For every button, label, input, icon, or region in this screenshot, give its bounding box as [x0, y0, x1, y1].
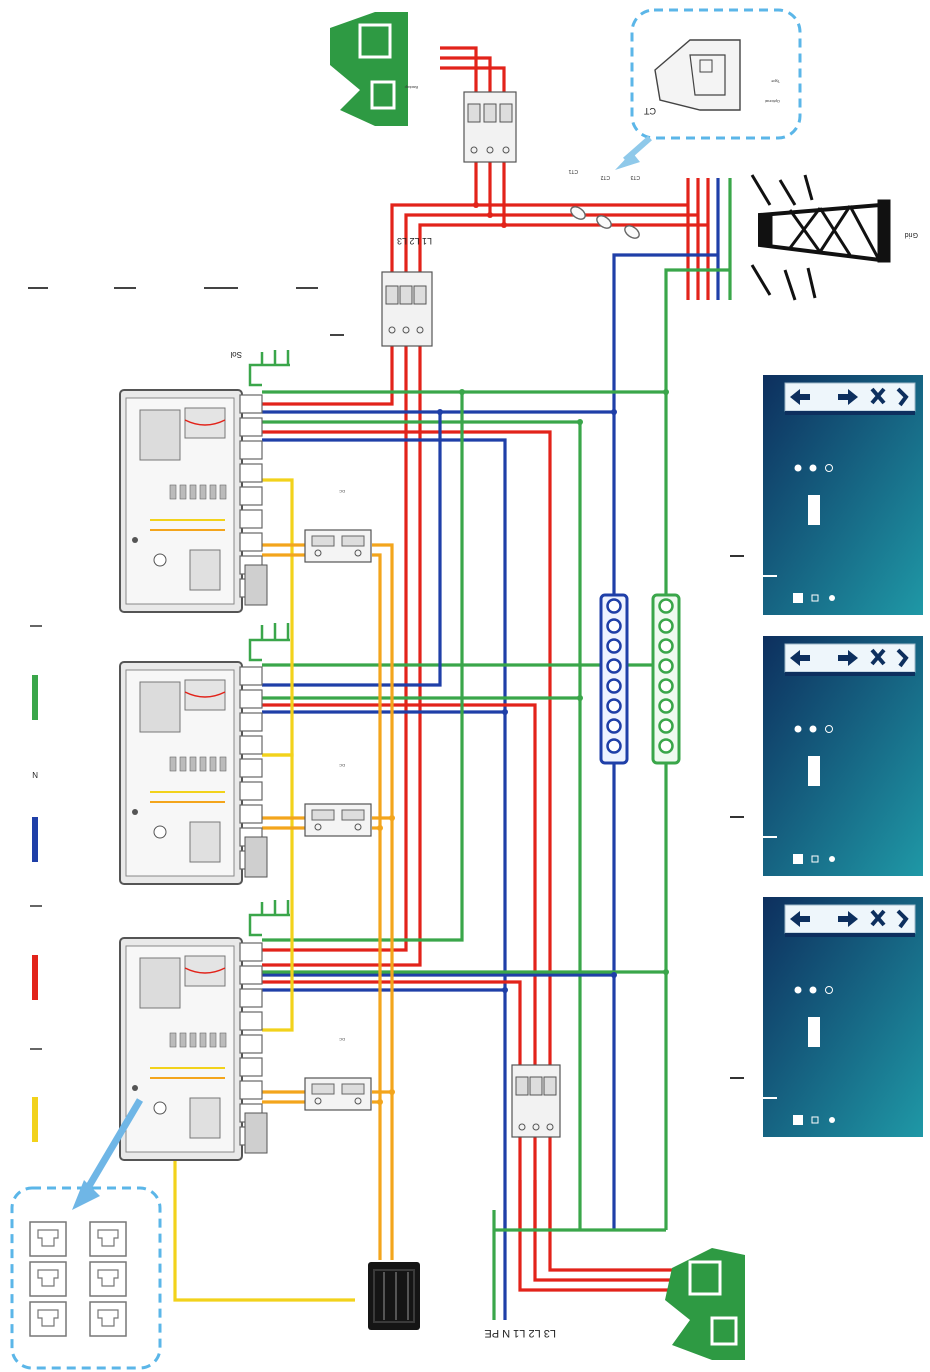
svg-text:Optional: Optional	[765, 99, 780, 104]
bus-label-bottom: L3 L2 L1 N PE	[484, 1327, 556, 1339]
wires	[173, 46, 732, 1320]
ct-callout: CT Type Optional	[615, 8, 802, 170]
dc-isolator-icon: DC	[304, 489, 372, 563]
legend: N	[28, 287, 344, 1142]
house-icon: Backup	[330, 12, 418, 126]
breaker-icon	[463, 91, 517, 163]
dc-switches: DC DC DC	[304, 489, 372, 1111]
svg-text:DC: DC	[339, 763, 345, 768]
ct2-label: CT2	[600, 174, 610, 180]
breaker-icon	[381, 271, 433, 347]
rj45-port-icon	[29, 1221, 67, 1257]
ct1-label: CT1	[568, 168, 578, 174]
ct-rings	[570, 206, 640, 239]
dc-isolator-icon: DC	[304, 1037, 372, 1111]
svg-text:Backup: Backup	[404, 85, 418, 90]
rj45-port-icon	[89, 1301, 127, 1337]
svg-text:DC: DC	[339, 1037, 345, 1042]
legend-blue-swatch	[32, 817, 38, 862]
battery-icon	[368, 1262, 420, 1330]
grid-label: Grid	[905, 231, 918, 238]
ct-label: CT	[644, 106, 656, 116]
legend-yellow-swatch	[32, 1097, 38, 1142]
lcd-screen-icon	[730, 636, 923, 876]
legend-n-label: N	[32, 770, 38, 779]
junction-dots	[437, 409, 617, 993]
svg-text:DC: DC	[339, 489, 345, 494]
transmission-tower-icon: Grid	[750, 174, 918, 301]
lcd-screens	[730, 375, 923, 1137]
grid-conductors	[686, 178, 732, 300]
legend-green-swatch	[32, 675, 38, 720]
busbar-icon	[599, 593, 681, 765]
rj45-port-icon	[89, 1261, 127, 1297]
breaker-icon	[511, 1064, 561, 1138]
inverter-icon	[119, 389, 268, 613]
bus-label-top: L1 L2 L3	[397, 236, 432, 246]
inverter-icon	[119, 661, 268, 885]
lcd-screen-icon	[730, 375, 923, 615]
svg-text:Type: Type	[771, 79, 780, 84]
inverters	[119, 389, 268, 1161]
rj45-port-icon	[29, 1261, 67, 1297]
house-icon	[665, 1248, 745, 1360]
rj45-callout	[10, 1098, 162, 1370]
rj45-port-icon	[29, 1301, 67, 1337]
rj45-port-icon	[89, 1221, 127, 1257]
lcd-screen-icon	[730, 897, 923, 1137]
inverter-icon	[119, 937, 268, 1161]
ct3-label: CT3	[630, 174, 640, 180]
ct-clamp-icon	[654, 39, 741, 111]
dc-isolator-icon: DC	[304, 763, 372, 837]
sol-label: Sol	[230, 350, 242, 359]
legend-red-swatch	[32, 955, 38, 1000]
